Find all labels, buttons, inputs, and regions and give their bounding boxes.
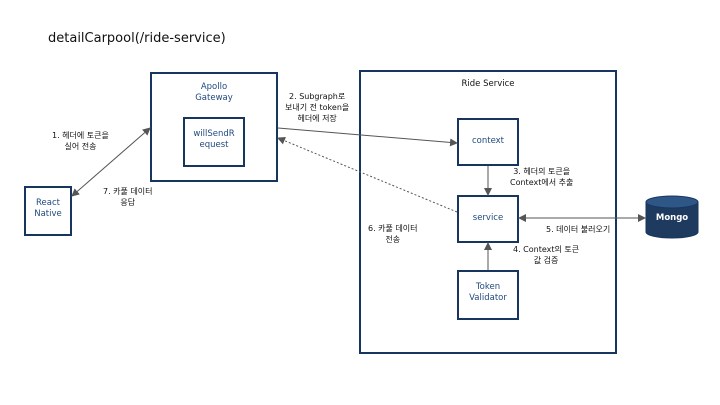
context-label: context	[471, 136, 505, 146]
edge-label-step4: 4. Context의 토큰 값 검증	[513, 245, 580, 265]
service-label: service	[472, 213, 504, 223]
apollo-gateway-label: Apollo Gateway	[195, 82, 233, 104]
edge-label-step6: 6. 카풀 데이터 전송	[368, 224, 418, 244]
token-validator-box	[457, 270, 519, 320]
edge-label-step1: 1. 헤더에 토큰을 실어 전송	[52, 131, 109, 151]
context-box	[457, 118, 519, 166]
edge-gateway-context	[277, 127, 458, 147]
will-send-request-label: willSendR equest	[193, 129, 235, 151]
edge-service-gateway	[277, 136, 458, 213]
edge-label-step3: 3. 헤더의 토큰을 Context에서 추출	[510, 167, 574, 187]
edge-label-step5: 5. 데이터 불러오기	[546, 225, 611, 234]
edge-label-step7: 7. 카풀 데이터 응답	[103, 187, 153, 207]
ride-service-label: Ride Service	[461, 79, 515, 89]
will-send-request-box	[183, 117, 245, 167]
diagram-title: detailCarpool(/ride-service)	[48, 31, 226, 46]
edge-react-gateway	[71, 127, 151, 197]
react-native-label: React Native	[34, 198, 62, 220]
edge-label-step2: 2. Subgraph로 보내기 전 token을 헤더에 저장	[285, 92, 350, 123]
mongo-label: Mongo	[655, 213, 689, 223]
react-native-box	[24, 186, 72, 236]
token-validator-label: Token Validator	[469, 282, 507, 304]
mongo-database-icon	[645, 195, 699, 239]
service-box	[457, 195, 519, 243]
